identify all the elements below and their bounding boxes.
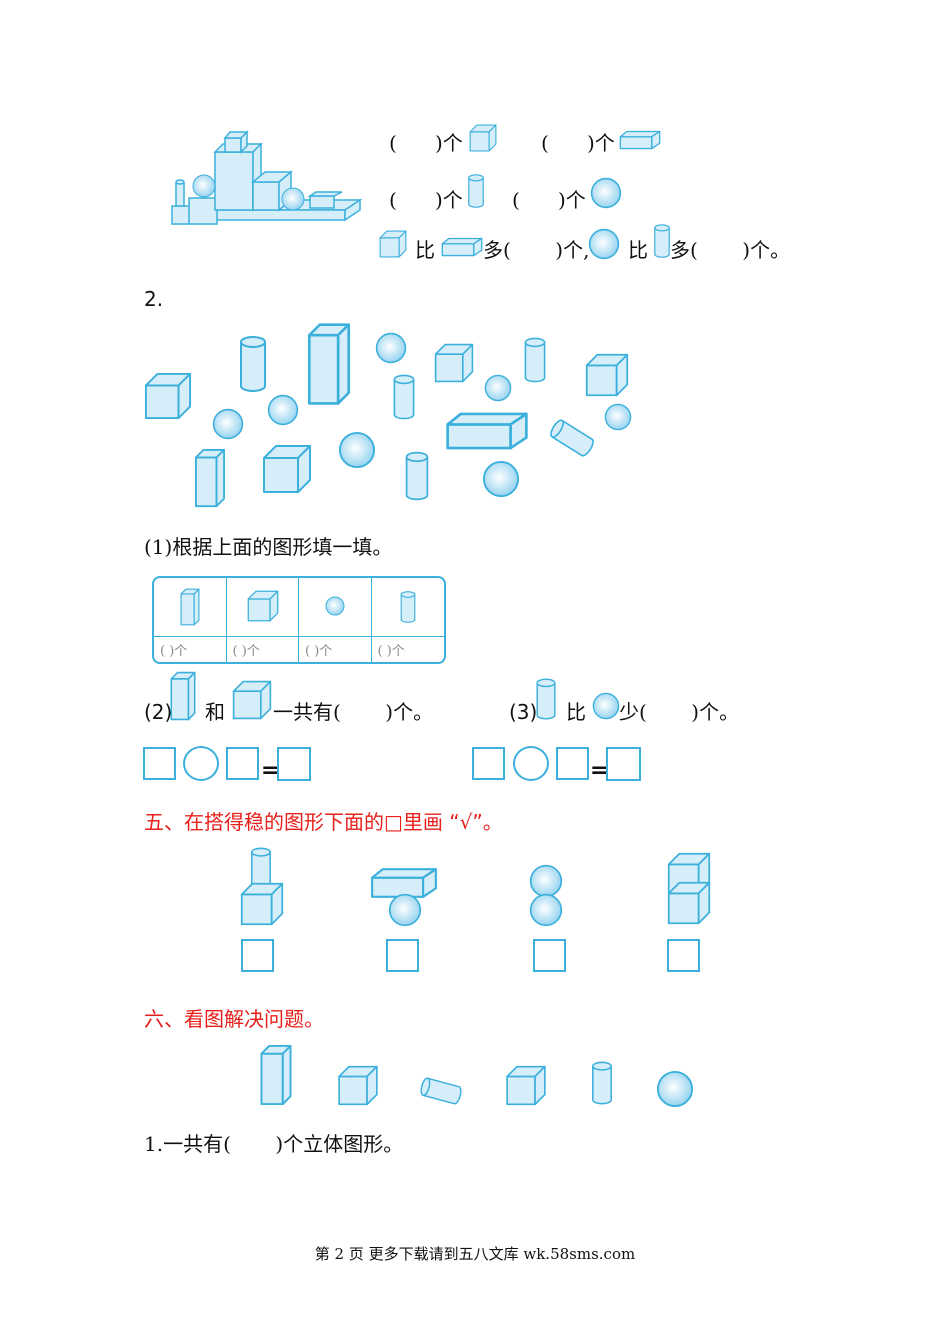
cube-icon: [144, 372, 192, 420]
count-sphere-blank: ( )个: [512, 188, 586, 212]
cuboid-tall-icon: [194, 448, 226, 508]
and-word: 和: [205, 700, 225, 724]
table-count-cell[interactable]: ( )个: [299, 636, 372, 662]
cube-icon: [379, 230, 407, 258]
cylinder-icon: [405, 451, 429, 501]
sphere-icon: [482, 460, 520, 498]
cylinder-lying-icon: [418, 1076, 464, 1106]
table-header-sphere: [299, 578, 372, 636]
building-blocks-illustration: [171, 130, 363, 225]
table-header-cube: [227, 578, 299, 636]
table-header-cuboid: [154, 578, 227, 636]
sub-question-3-label: (3): [509, 700, 538, 724]
cuboid-icon: [446, 412, 528, 450]
sub-question-2-text: 一共有( )个。: [273, 700, 434, 724]
section-5-heading: 五、在搭得稳的图形下面的□里画 “√”。: [144, 810, 503, 834]
cuboid-tall-icon: [170, 671, 196, 721]
compare-blank-1: 多( )个,: [483, 238, 590, 262]
sphere-icon: [592, 692, 620, 720]
count-cylinder-blank: ( )个: [389, 188, 463, 212]
count-table: ( )个 ( )个 ( )个 ( )个: [152, 576, 446, 664]
cylinder-icon: [591, 1061, 613, 1105]
sphere-icon: [267, 394, 299, 426]
sphere-icon: [656, 1070, 694, 1108]
sphere-icon: [588, 228, 620, 260]
cube-icon: [338, 1065, 378, 1106]
cuboid-tall-icon: [307, 323, 351, 405]
composite-shape-figure: [170, 130, 363, 226]
sphere-icon: [338, 431, 376, 469]
check-box[interactable]: [667, 939, 700, 972]
check-box[interactable]: [386, 939, 419, 972]
check-box[interactable]: [533, 939, 566, 972]
sphere-icon: [375, 332, 407, 364]
sub-question-1: (1)根据上面的图形填一填。: [144, 535, 393, 559]
answer-box[interactable]: [472, 747, 505, 780]
cube-icon: [262, 444, 312, 494]
cube-icon: [232, 680, 272, 720]
compare-word: 比: [628, 238, 648, 262]
check-box[interactable]: [241, 939, 274, 972]
cylinder-icon: [393, 374, 415, 420]
compare-word: 比: [566, 700, 586, 724]
answer-box[interactable]: [556, 747, 589, 780]
cylinder-lying-icon: [547, 417, 597, 459]
equals-sign: =: [261, 758, 280, 783]
operator-circle[interactable]: [183, 746, 219, 781]
count-cuboid-blank: ( )个: [541, 131, 615, 155]
cylinder-icon: [239, 335, 267, 393]
equals-sign: =: [590, 758, 609, 783]
compare-blank-2: 多( )个。: [670, 238, 791, 262]
cuboid-tall-icon: [260, 1044, 292, 1106]
cube-icon: [585, 353, 629, 397]
page-footer: 第 2 页 更多下载请到五八文库 wk.58sms.com: [314, 1245, 636, 1263]
table-count-cell[interactable]: ( )个: [371, 636, 444, 662]
cube-icon: [667, 881, 711, 925]
compare-word: 比: [415, 238, 435, 262]
sphere-icon: [604, 403, 632, 431]
section-6-heading: 六、看图解决问题。: [144, 1007, 324, 1031]
sphere-icon: [388, 893, 422, 927]
sphere-icon: [212, 408, 244, 440]
table-count-cell[interactable]: ( )个: [154, 636, 227, 662]
cylinder-icon: [524, 337, 546, 383]
cylinder-icon: [654, 224, 670, 258]
cube-icon: [506, 1065, 546, 1106]
operator-circle[interactable]: [513, 746, 549, 781]
sub-question-3-text: 少( )个。: [619, 700, 740, 724]
table-header-cylinder: [372, 578, 445, 636]
cuboid-icon: [441, 237, 483, 257]
cylinder-icon: [468, 174, 484, 208]
answer-box[interactable]: [277, 747, 311, 781]
answer-box[interactable]: [143, 747, 176, 780]
answer-box[interactable]: [606, 747, 641, 781]
section-6-question-1: 1.一共有( )个立体图形。: [144, 1132, 404, 1156]
sub-question-2-label: (2): [144, 700, 173, 724]
sphere-icon: [484, 374, 512, 402]
sphere-icon: [529, 893, 563, 927]
table-count-cell[interactable]: ( )个: [226, 636, 299, 662]
answer-box[interactable]: [226, 747, 259, 780]
cuboid-icon: [619, 130, 661, 150]
cube-icon: [469, 124, 497, 152]
cylinder-icon: [536, 678, 556, 720]
question-number: 2.: [144, 287, 164, 311]
cube-icon: [240, 882, 284, 926]
count-cube-blank: ( )个: [389, 131, 463, 155]
sphere-icon: [590, 177, 622, 209]
cube-icon: [434, 343, 474, 383]
